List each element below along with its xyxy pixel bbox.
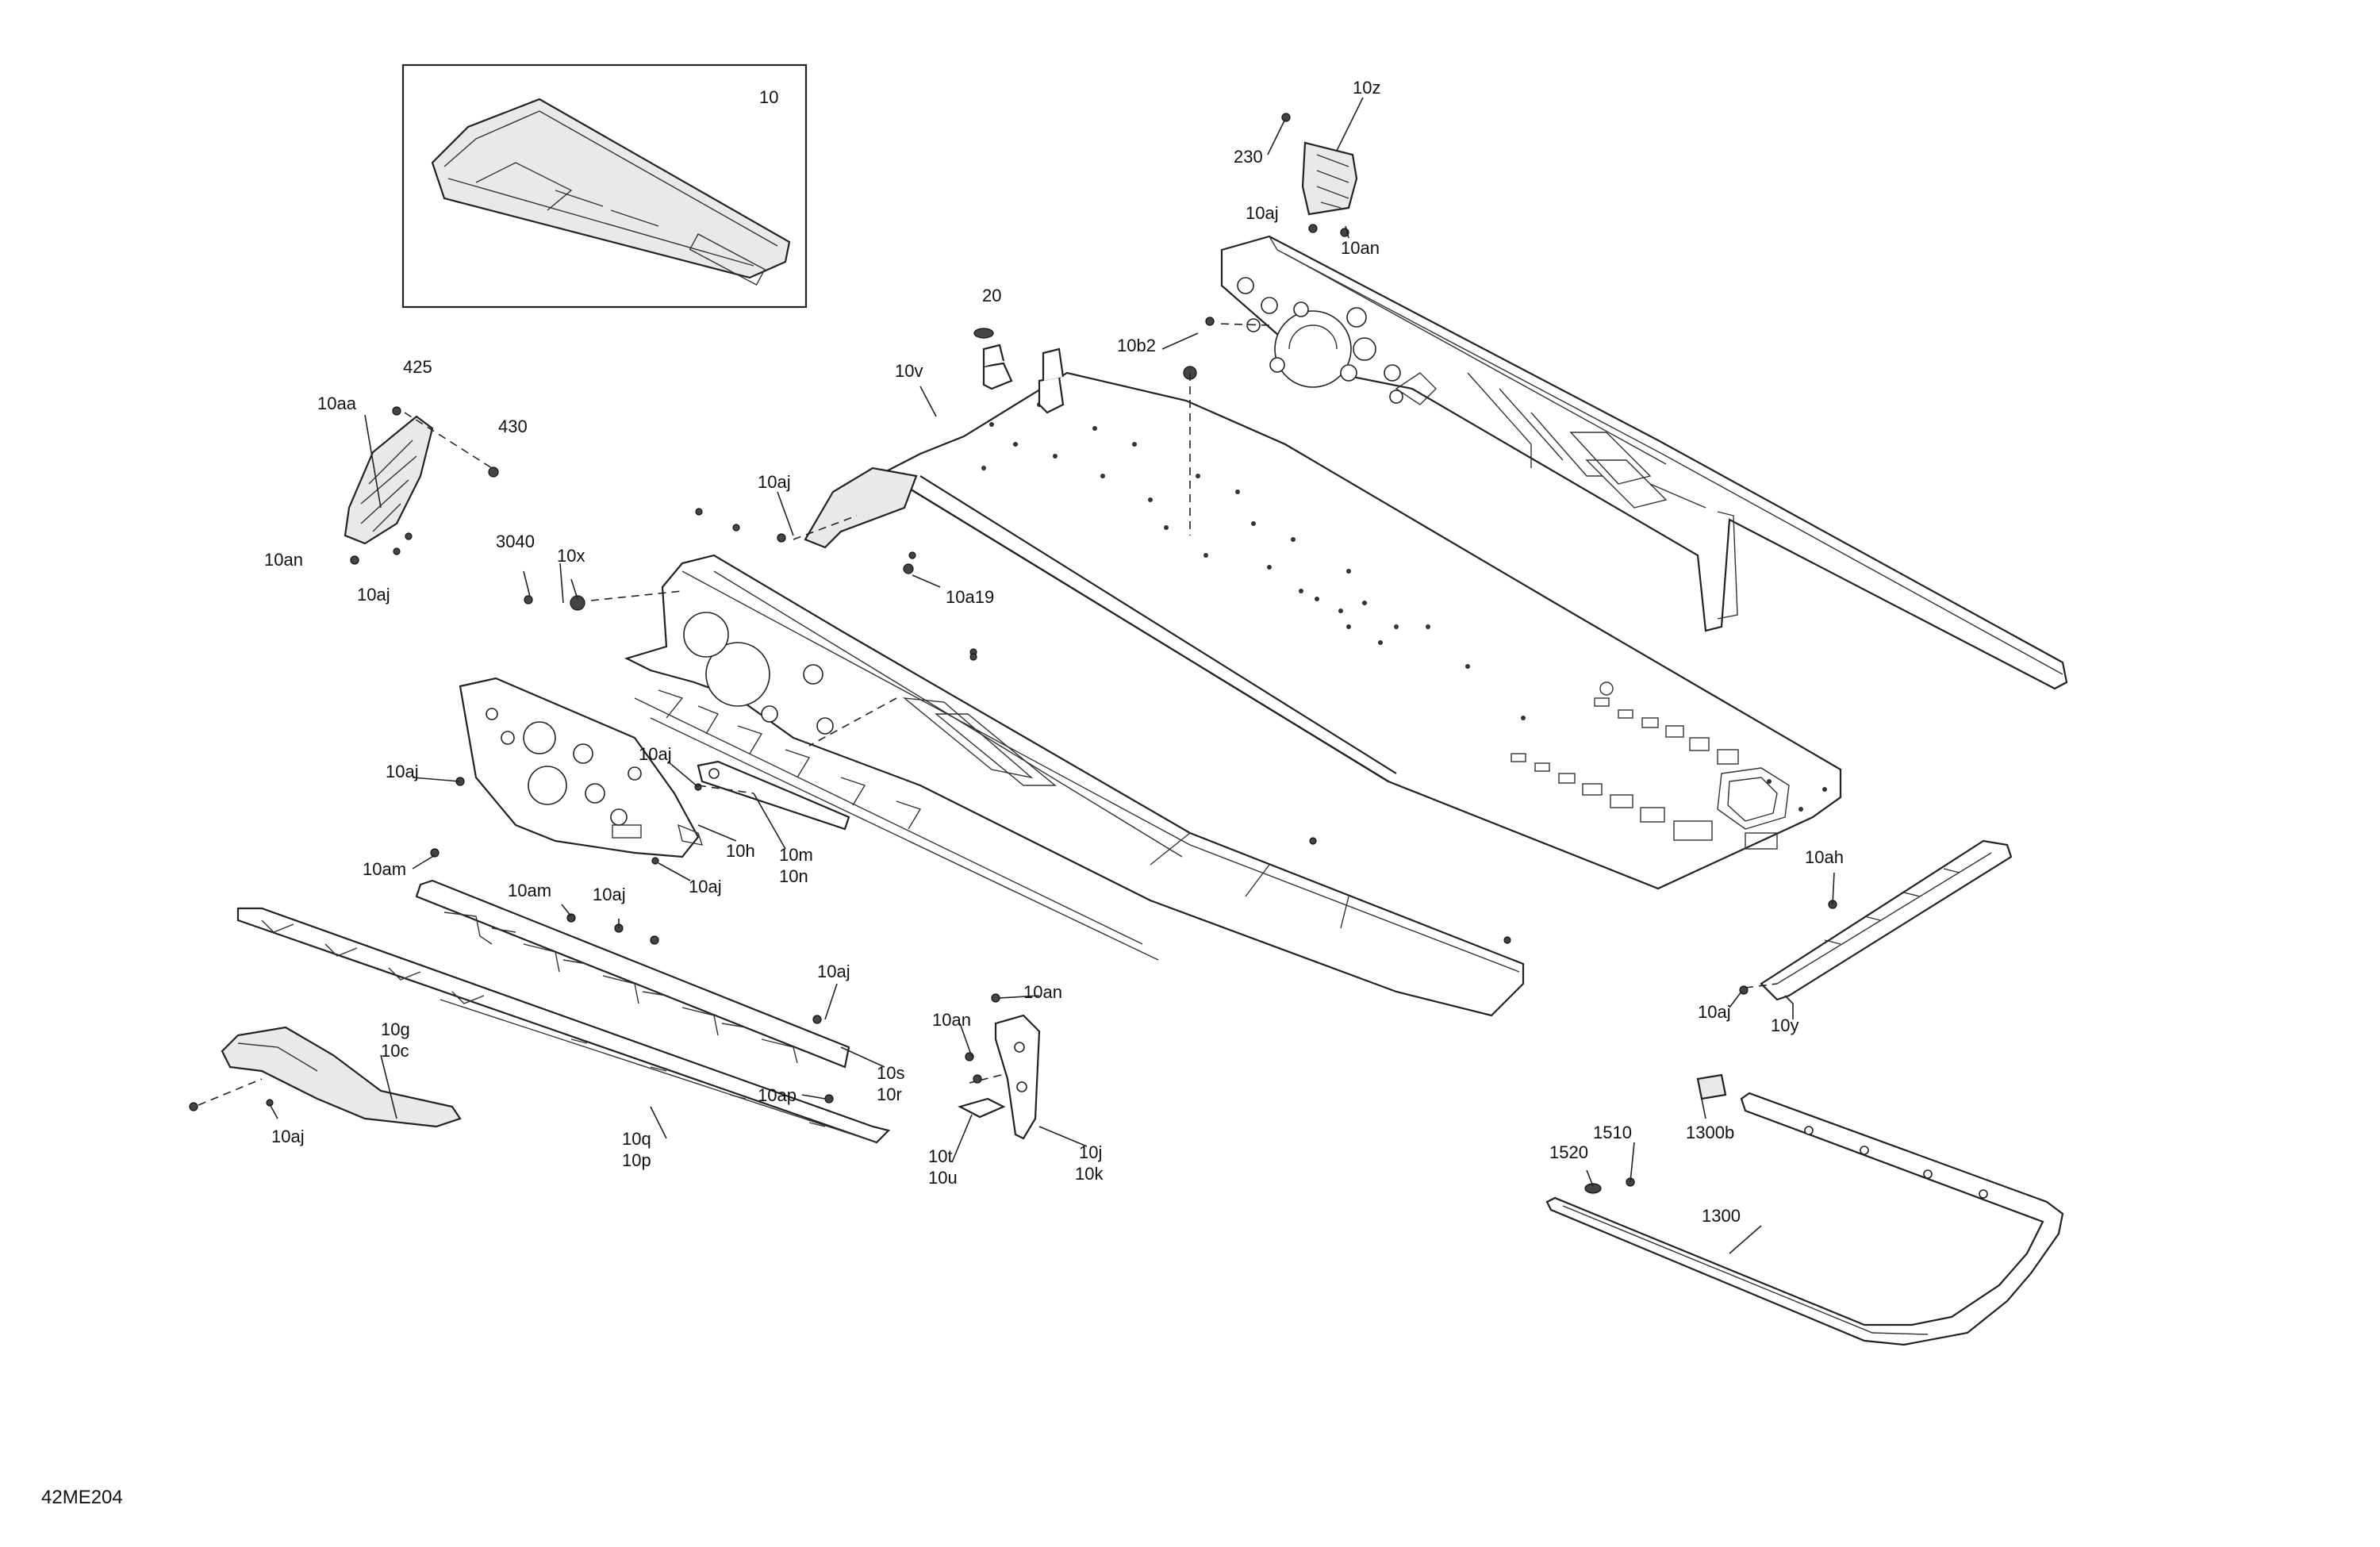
- part-10t-plate: [958, 1097, 1006, 1119]
- callout-10an: 10an: [1023, 982, 1062, 1002]
- callout-10aj: 10aj: [593, 885, 626, 904]
- callout-10an: 10an: [264, 550, 303, 570]
- main-tunnel-top-plate: [804, 362, 1842, 890]
- callout-430: 430: [498, 416, 528, 436]
- callout-1520: 1520: [1549, 1142, 1588, 1162]
- callout-10u: 10u: [928, 1168, 958, 1188]
- callout-10x: 10x: [557, 546, 585, 566]
- left-inner-plate: [459, 677, 700, 858]
- callout-10aj: 10aj: [758, 472, 791, 492]
- callout-10am: 10am: [363, 859, 406, 879]
- callout-10ah: 10ah: [1805, 847, 1844, 867]
- callout-10r: 10r: [877, 1084, 902, 1104]
- callout-10c: 10c: [381, 1041, 409, 1061]
- callout-3040: 3040: [496, 532, 535, 551]
- callout-10am: 10am: [508, 881, 551, 900]
- callout-10ap: 10ap: [758, 1085, 797, 1105]
- callout-10an: 10an: [1341, 238, 1380, 258]
- figure-code: 42ME204: [41, 1487, 123, 1508]
- callout-20: 20: [982, 286, 1001, 305]
- rail-10y: [1760, 839, 2013, 1001]
- callout-10a19: 10a19: [946, 587, 994, 607]
- toothed-rail-10am: [415, 879, 850, 1069]
- callout-10v: 10v: [895, 361, 923, 381]
- callout-10aj: 10aj: [1246, 203, 1279, 223]
- callout-10j: 10j: [1079, 1142, 1102, 1162]
- callout-10g: 10g: [381, 1019, 410, 1039]
- callout-10aj: 10aj: [1698, 1002, 1731, 1022]
- callout-10y: 10y: [1771, 1015, 1798, 1035]
- right-tunnel-side-panel: [1220, 235, 2068, 690]
- left-tunnel-side-panel: [624, 554, 1525, 1017]
- inset-tunnel-part: [431, 98, 791, 279]
- callout-10aj: 10aj: [386, 762, 419, 781]
- callout-10z: 10z: [1353, 78, 1380, 98]
- callout-1300b: 1300b: [1686, 1123, 1734, 1142]
- callout-10aj: 10aj: [817, 962, 850, 981]
- part-1300b-clamp: [1696, 1073, 1727, 1100]
- part-10z-plate: [1301, 141, 1358, 216]
- callout-10t: 10t: [928, 1146, 953, 1166]
- bumper-1300: [1545, 1073, 2064, 1346]
- callout-425: 425: [403, 357, 432, 377]
- pad-10aa: [344, 415, 434, 545]
- bracket-10j: [958, 1014, 1041, 1140]
- bracket-10g: [221, 1026, 462, 1128]
- callout-10h: 10h: [726, 841, 755, 861]
- callout-10p: 10p: [622, 1150, 651, 1170]
- callout-10aj: 10aj: [689, 877, 722, 896]
- callout-1300: 1300: [1702, 1206, 1741, 1226]
- callout-10m: 10m: [779, 845, 813, 865]
- ski-runner-10q: [236, 907, 891, 1144]
- callout-10aj: 10aj: [271, 1127, 305, 1146]
- callout-labels: 10z 230 10aj 10an 20 10b2 10v 425 10aa 4…: [264, 78, 1844, 1226]
- inset-label: 10: [759, 87, 778, 107]
- callout-10k: 10k: [1075, 1164, 1104, 1184]
- slide-rail-10m: [677, 760, 850, 846]
- callout-10aa: 10aa: [317, 393, 357, 413]
- callout-10b2: 10b2: [1117, 336, 1156, 355]
- callout-leader-lines: [269, 97, 1835, 1254]
- callout-230: 230: [1234, 147, 1263, 167]
- callout-10aj: 10aj: [357, 585, 390, 605]
- callout-10aj: 10aj: [639, 744, 672, 764]
- assembly-dashed-lines: [198, 323, 1778, 1106]
- callout-10q: 10q: [622, 1129, 651, 1149]
- inset-frame: [401, 63, 808, 309]
- callout-1510: 1510: [1593, 1123, 1632, 1142]
- fasteners: [189, 113, 1837, 1194]
- inset-assembly-view: [401, 63, 808, 309]
- callout-10s: 10s: [877, 1063, 904, 1083]
- callout-10an: 10an: [932, 1010, 971, 1030]
- callout-10n: 10n: [779, 866, 808, 886]
- post-20: [973, 328, 1065, 381]
